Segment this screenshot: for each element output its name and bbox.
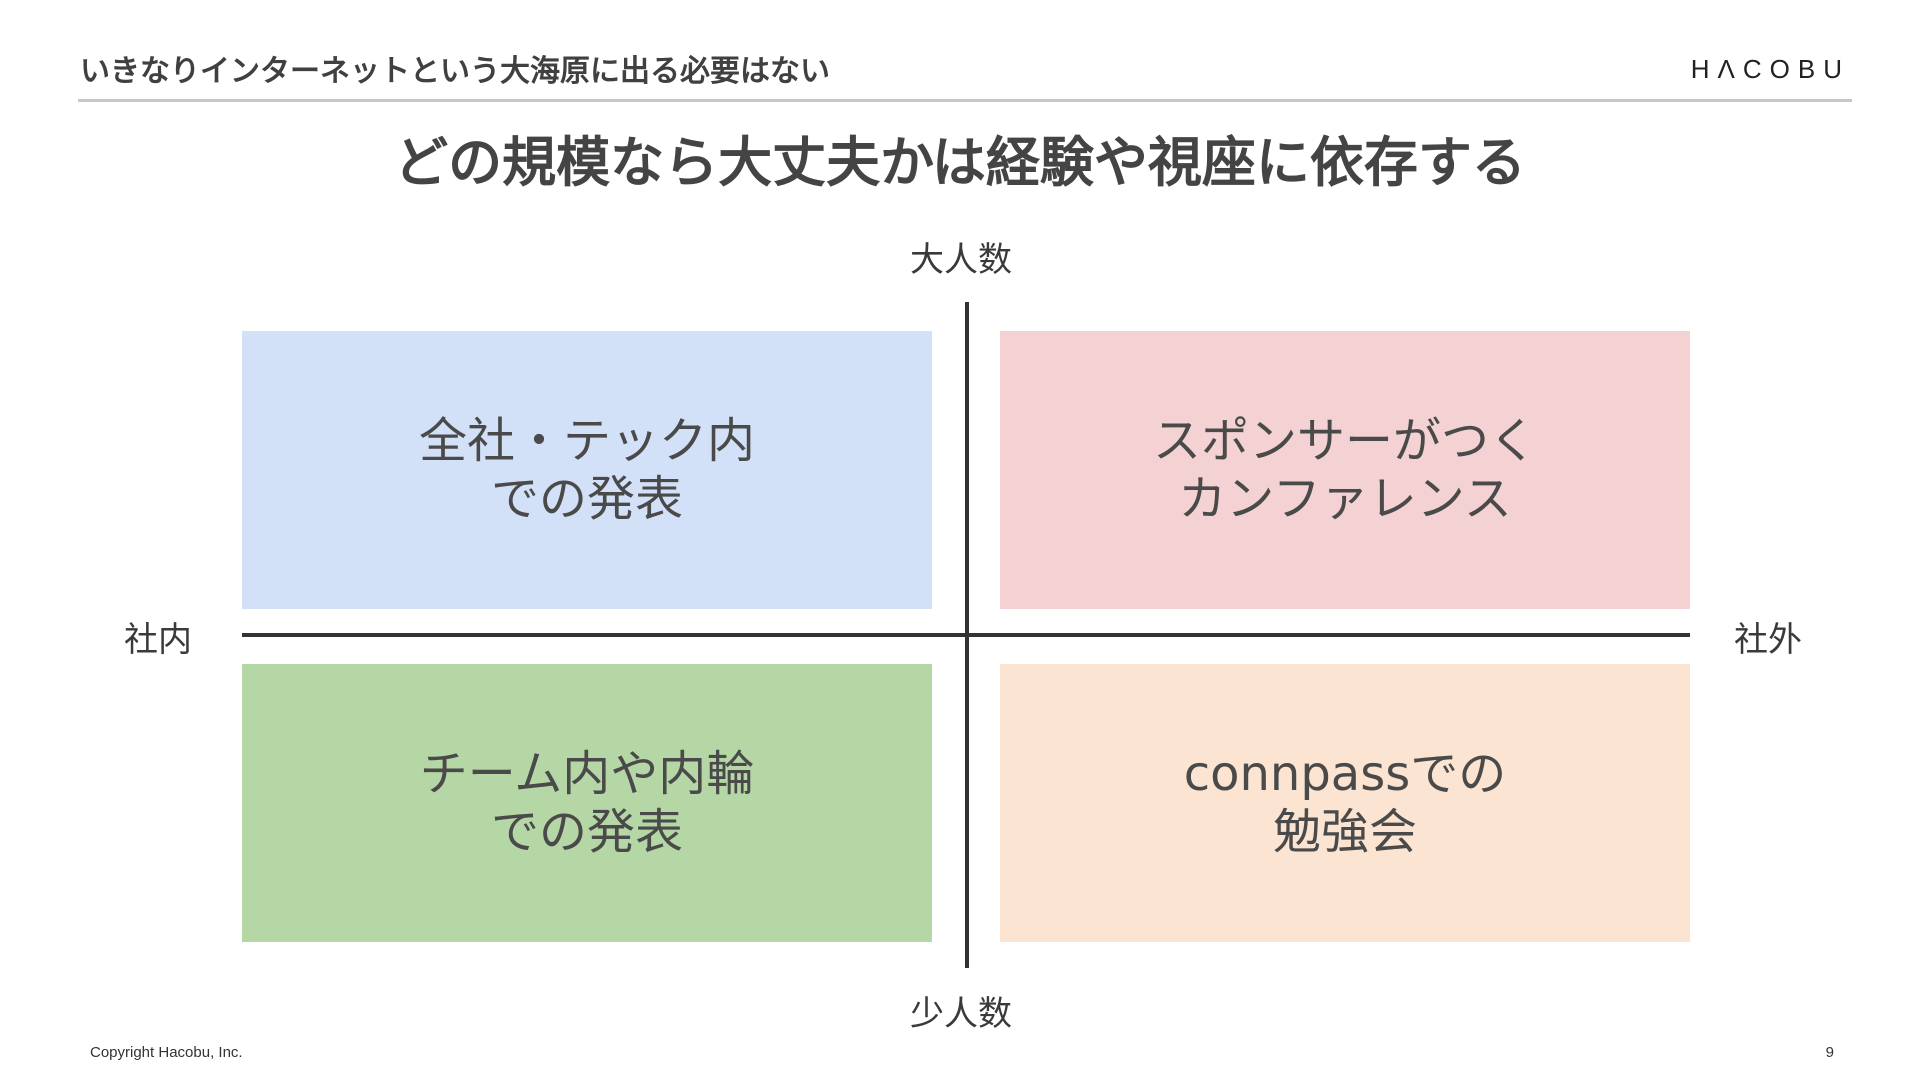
- copyright-text: Copyright Hacobu, Inc.: [90, 1044, 243, 1061]
- slide-title: どの規模なら大丈夫かは経験や視座に依存する: [394, 131, 1526, 194]
- page-number: 9: [1825, 1044, 1834, 1061]
- quadrant-top-right-label: スポンサーがつく カンファレンス: [1152, 413, 1537, 527]
- axis-label-left: 社内: [124, 620, 192, 660]
- quadrant-bottom-left-label: チーム内や内輪 での発表: [419, 746, 755, 860]
- quadrant-bottom-right-label: connpassでの 勉強会: [1183, 746, 1507, 860]
- header-divider: [78, 99, 1852, 102]
- axis-label-top: 大人数: [910, 240, 1012, 280]
- quadrant-bottom-left: チーム内や内輪 での発表: [242, 664, 932, 942]
- hacobu-logo: HΛCOBU: [1690, 54, 1850, 84]
- horizontal-axis: [242, 633, 1690, 637]
- quadrant-bottom-right: connpassでの 勉強会: [1000, 664, 1690, 942]
- quadrant-top-left-label: 全社・テック内 での発表: [418, 413, 755, 527]
- axis-label-bottom: 少人数: [910, 994, 1012, 1034]
- quadrant-top-right: スポンサーがつく カンファレンス: [1000, 331, 1690, 609]
- quadrant-top-left: 全社・テック内 での発表: [242, 331, 932, 609]
- axis-label-right: 社外: [1734, 620, 1802, 660]
- section-title: いきなりインターネットという大海原に出る必要はない: [80, 54, 830, 89]
